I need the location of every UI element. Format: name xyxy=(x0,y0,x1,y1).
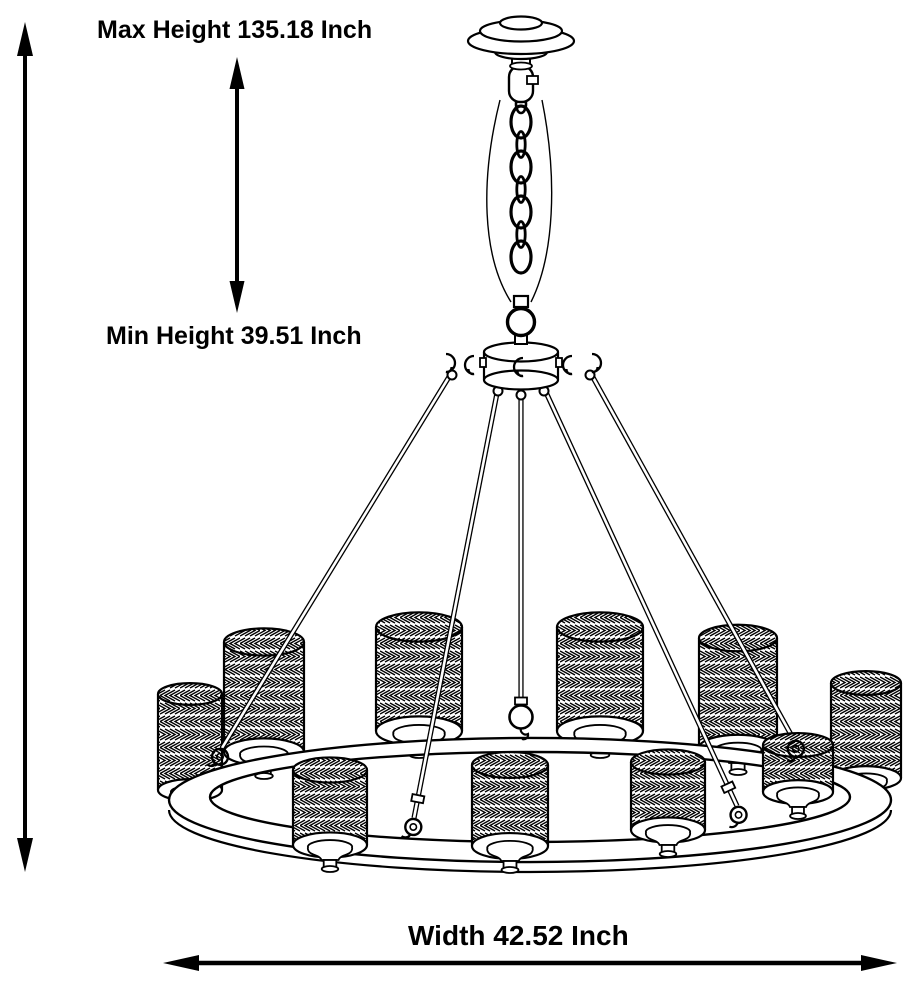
rods-front xyxy=(411,386,740,819)
width-label: Width 42.52 Inch xyxy=(408,920,629,951)
suspension-loop xyxy=(505,306,537,338)
chain-link-edge xyxy=(515,130,527,159)
support-rod xyxy=(541,386,740,808)
drum-shade xyxy=(555,611,645,759)
hub-hook xyxy=(445,352,457,374)
shade-top xyxy=(829,669,903,696)
rod-hook xyxy=(728,805,748,829)
hub-eyelet xyxy=(479,357,487,368)
rod-hook xyxy=(206,747,230,768)
hub-hook xyxy=(561,354,573,376)
shade-funnel xyxy=(306,847,354,861)
hub-hook xyxy=(512,356,524,378)
shade-foot xyxy=(789,812,807,820)
hub-hook xyxy=(463,354,475,376)
shade-foot xyxy=(320,865,340,873)
rod-collar xyxy=(720,780,737,795)
width-arrow xyxy=(163,955,897,971)
shade-top xyxy=(629,748,707,776)
drum-shade xyxy=(761,731,835,820)
shade-foot xyxy=(658,850,678,858)
shade-top xyxy=(761,731,835,758)
rod-collar xyxy=(514,696,528,706)
drum-shade xyxy=(629,748,707,858)
min-height-label: Min Height 39.51 Inch xyxy=(106,322,362,350)
clevis-latch xyxy=(526,75,539,85)
hub-eyelet xyxy=(555,357,563,368)
chain-link xyxy=(509,194,533,230)
hub-hook xyxy=(591,352,603,374)
max-height-arrow xyxy=(17,22,33,872)
ring-outer-bottom-edge xyxy=(167,809,893,874)
chain-link xyxy=(509,239,533,275)
chain-link xyxy=(509,104,533,140)
shade-top xyxy=(156,682,224,706)
shade-top xyxy=(291,756,369,784)
rods-behind-ring xyxy=(219,370,797,750)
shade-foot xyxy=(500,866,520,874)
shade-funnel xyxy=(776,794,820,808)
rod-collar xyxy=(410,793,426,805)
drum-shade xyxy=(291,756,369,873)
center-loop xyxy=(508,704,534,730)
ball-joint xyxy=(515,389,527,401)
chain-link xyxy=(509,149,533,185)
safety-cable xyxy=(530,99,553,303)
hub-bottom xyxy=(482,369,560,391)
shade-top xyxy=(374,611,464,643)
min-height-arrow xyxy=(229,57,245,313)
shade-top xyxy=(470,750,550,780)
chain-link-edge xyxy=(515,220,527,249)
dimension-arrows xyxy=(17,22,897,971)
canopy-cap xyxy=(498,15,544,31)
center-hook xyxy=(519,727,530,741)
support-rod xyxy=(587,370,797,742)
shade-foot xyxy=(728,768,748,776)
drum-shade xyxy=(470,750,550,874)
support-rod xyxy=(411,387,501,819)
rod-hook xyxy=(786,739,806,763)
shackle xyxy=(512,294,530,309)
support-rod xyxy=(219,370,455,750)
safety-cable xyxy=(486,99,512,303)
max-height-label: Max Height 135.18 Inch xyxy=(97,16,373,44)
rod-hook xyxy=(400,817,423,839)
chain-link-edge xyxy=(515,175,527,204)
drum-shade xyxy=(374,611,464,759)
front-shades xyxy=(291,731,835,874)
shade-top xyxy=(555,611,645,643)
suspension xyxy=(445,15,603,391)
